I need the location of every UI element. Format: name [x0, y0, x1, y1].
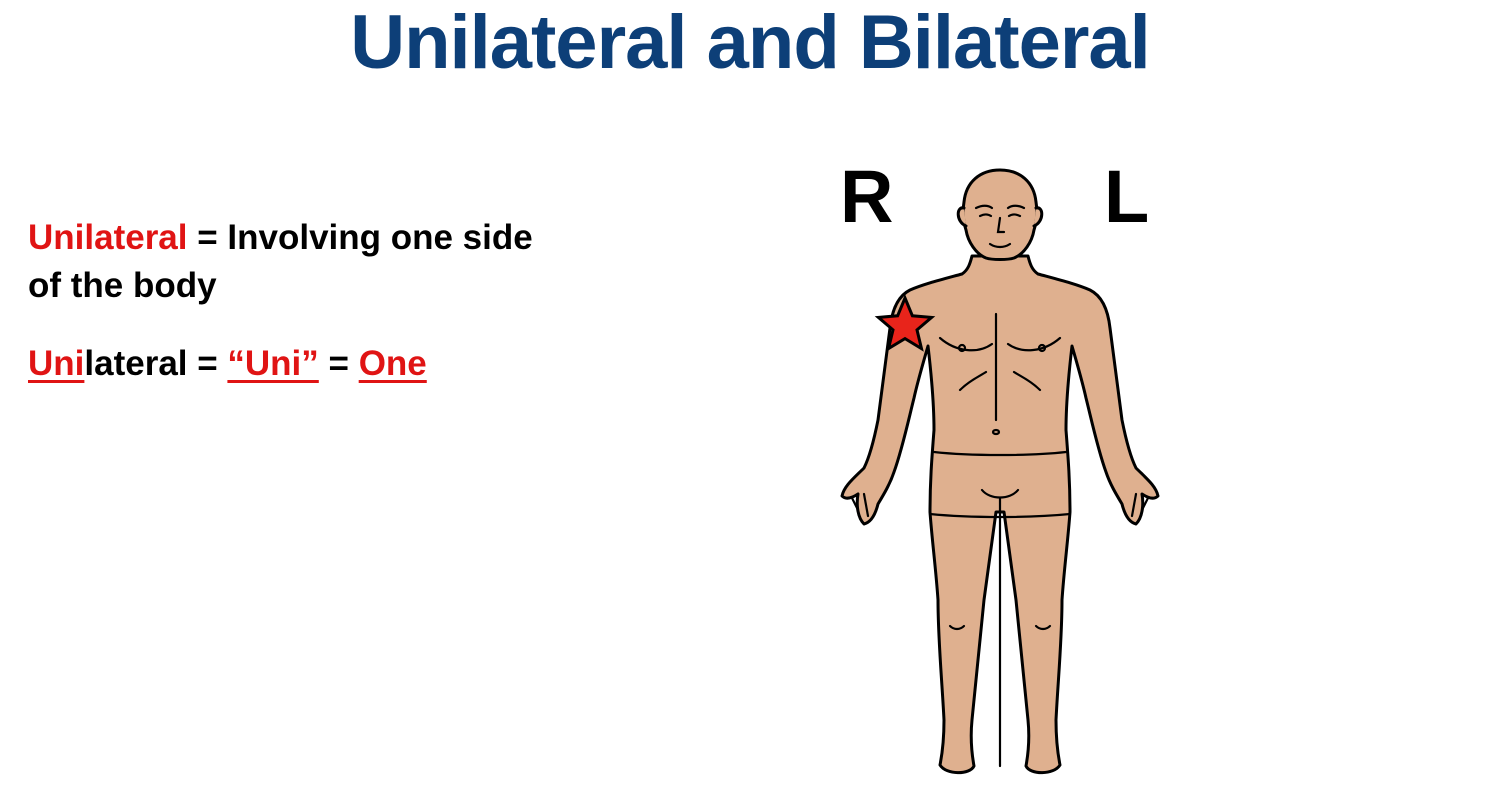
star-icon: [874, 294, 936, 352]
etymology-quoted: “Uni”: [227, 344, 319, 383]
definition-term: Unilateral: [28, 218, 188, 257]
human-body-figure: [840, 168, 1160, 775]
unilateral-definition: Unilateral = Involving one side of the b…: [28, 214, 548, 310]
left-side-label: L: [1104, 155, 1150, 238]
slide-title: Unilateral and Bilateral: [350, 0, 1151, 85]
etymology-meaning: One: [358, 344, 427, 383]
etymology-remainder: lateral: [84, 344, 188, 383]
left-ear: [1032, 206, 1044, 228]
etymology-prefix: Uni: [28, 344, 85, 383]
unilateral-etymology: Unilateral = “Uni” = One: [28, 340, 427, 388]
right-ear: [956, 206, 968, 228]
etymology-equals-1: =: [187, 344, 228, 383]
definition-equals: =: [187, 218, 228, 257]
right-side-label: R: [840, 155, 894, 238]
etymology-equals-2: =: [318, 344, 359, 383]
definition-text: Involving one side of the body: [28, 218, 533, 305]
head: [961, 168, 1039, 261]
